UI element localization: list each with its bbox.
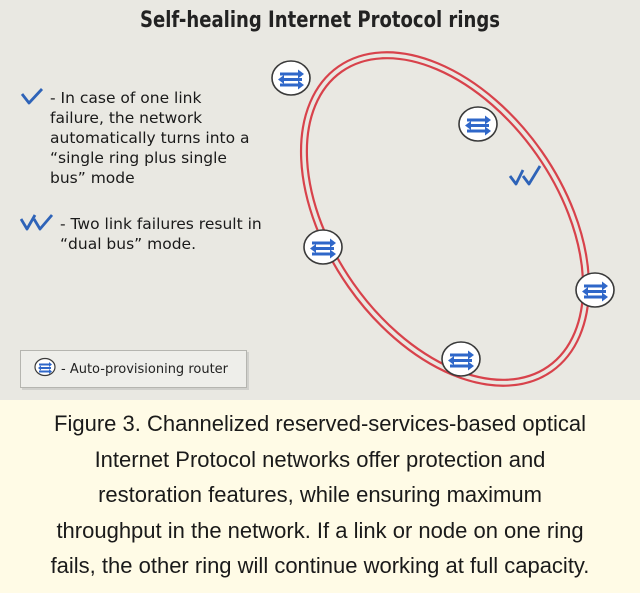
caption-line: throughput in the network. If a link or …	[56, 517, 584, 543]
legend-box: - Auto-provisioning router	[20, 350, 247, 388]
router-node-left	[302, 228, 344, 266]
caption-line: Figure 3. Channelized reserved-services-…	[54, 411, 586, 436]
caption-line: fails, the other ring will continue work…	[50, 553, 590, 578]
ring-diagram	[270, 51, 616, 387]
legend-label: - Auto-provisioning router	[61, 361, 229, 377]
diagram-title: Self-healing Internet Protocol rings	[139, 8, 501, 33]
single-failure-text: - In case of one link failure, the netwo…	[50, 89, 250, 187]
router-node-top-right	[457, 105, 499, 143]
single-failure-note: - In case of one link failure, the netwo…	[20, 88, 280, 188]
outer-ring	[299, 51, 591, 387]
caption-line: Internet Protocol networks offer protect…	[94, 446, 546, 472]
dual-failure-note: - Two link failures result in “dual bus”…	[19, 214, 280, 254]
router-node-bottom	[440, 340, 482, 378]
router-icon	[33, 357, 57, 381]
double-check-icon	[19, 214, 54, 237]
router-node-right	[574, 271, 616, 309]
double-check-icon	[508, 165, 542, 186]
caption-line: restoration features, while ensuring max…	[98, 482, 542, 507]
figure-caption: Figure 3. Channelized reserved-services-…	[0, 400, 640, 593]
single-check-icon	[20, 88, 44, 111]
dual-failure-text: - Two link failures result in “dual bus”…	[60, 215, 262, 253]
diagram-panel: Self-healing Internet Protocol rings	[0, 0, 640, 400]
inner-ring	[305, 57, 585, 381]
